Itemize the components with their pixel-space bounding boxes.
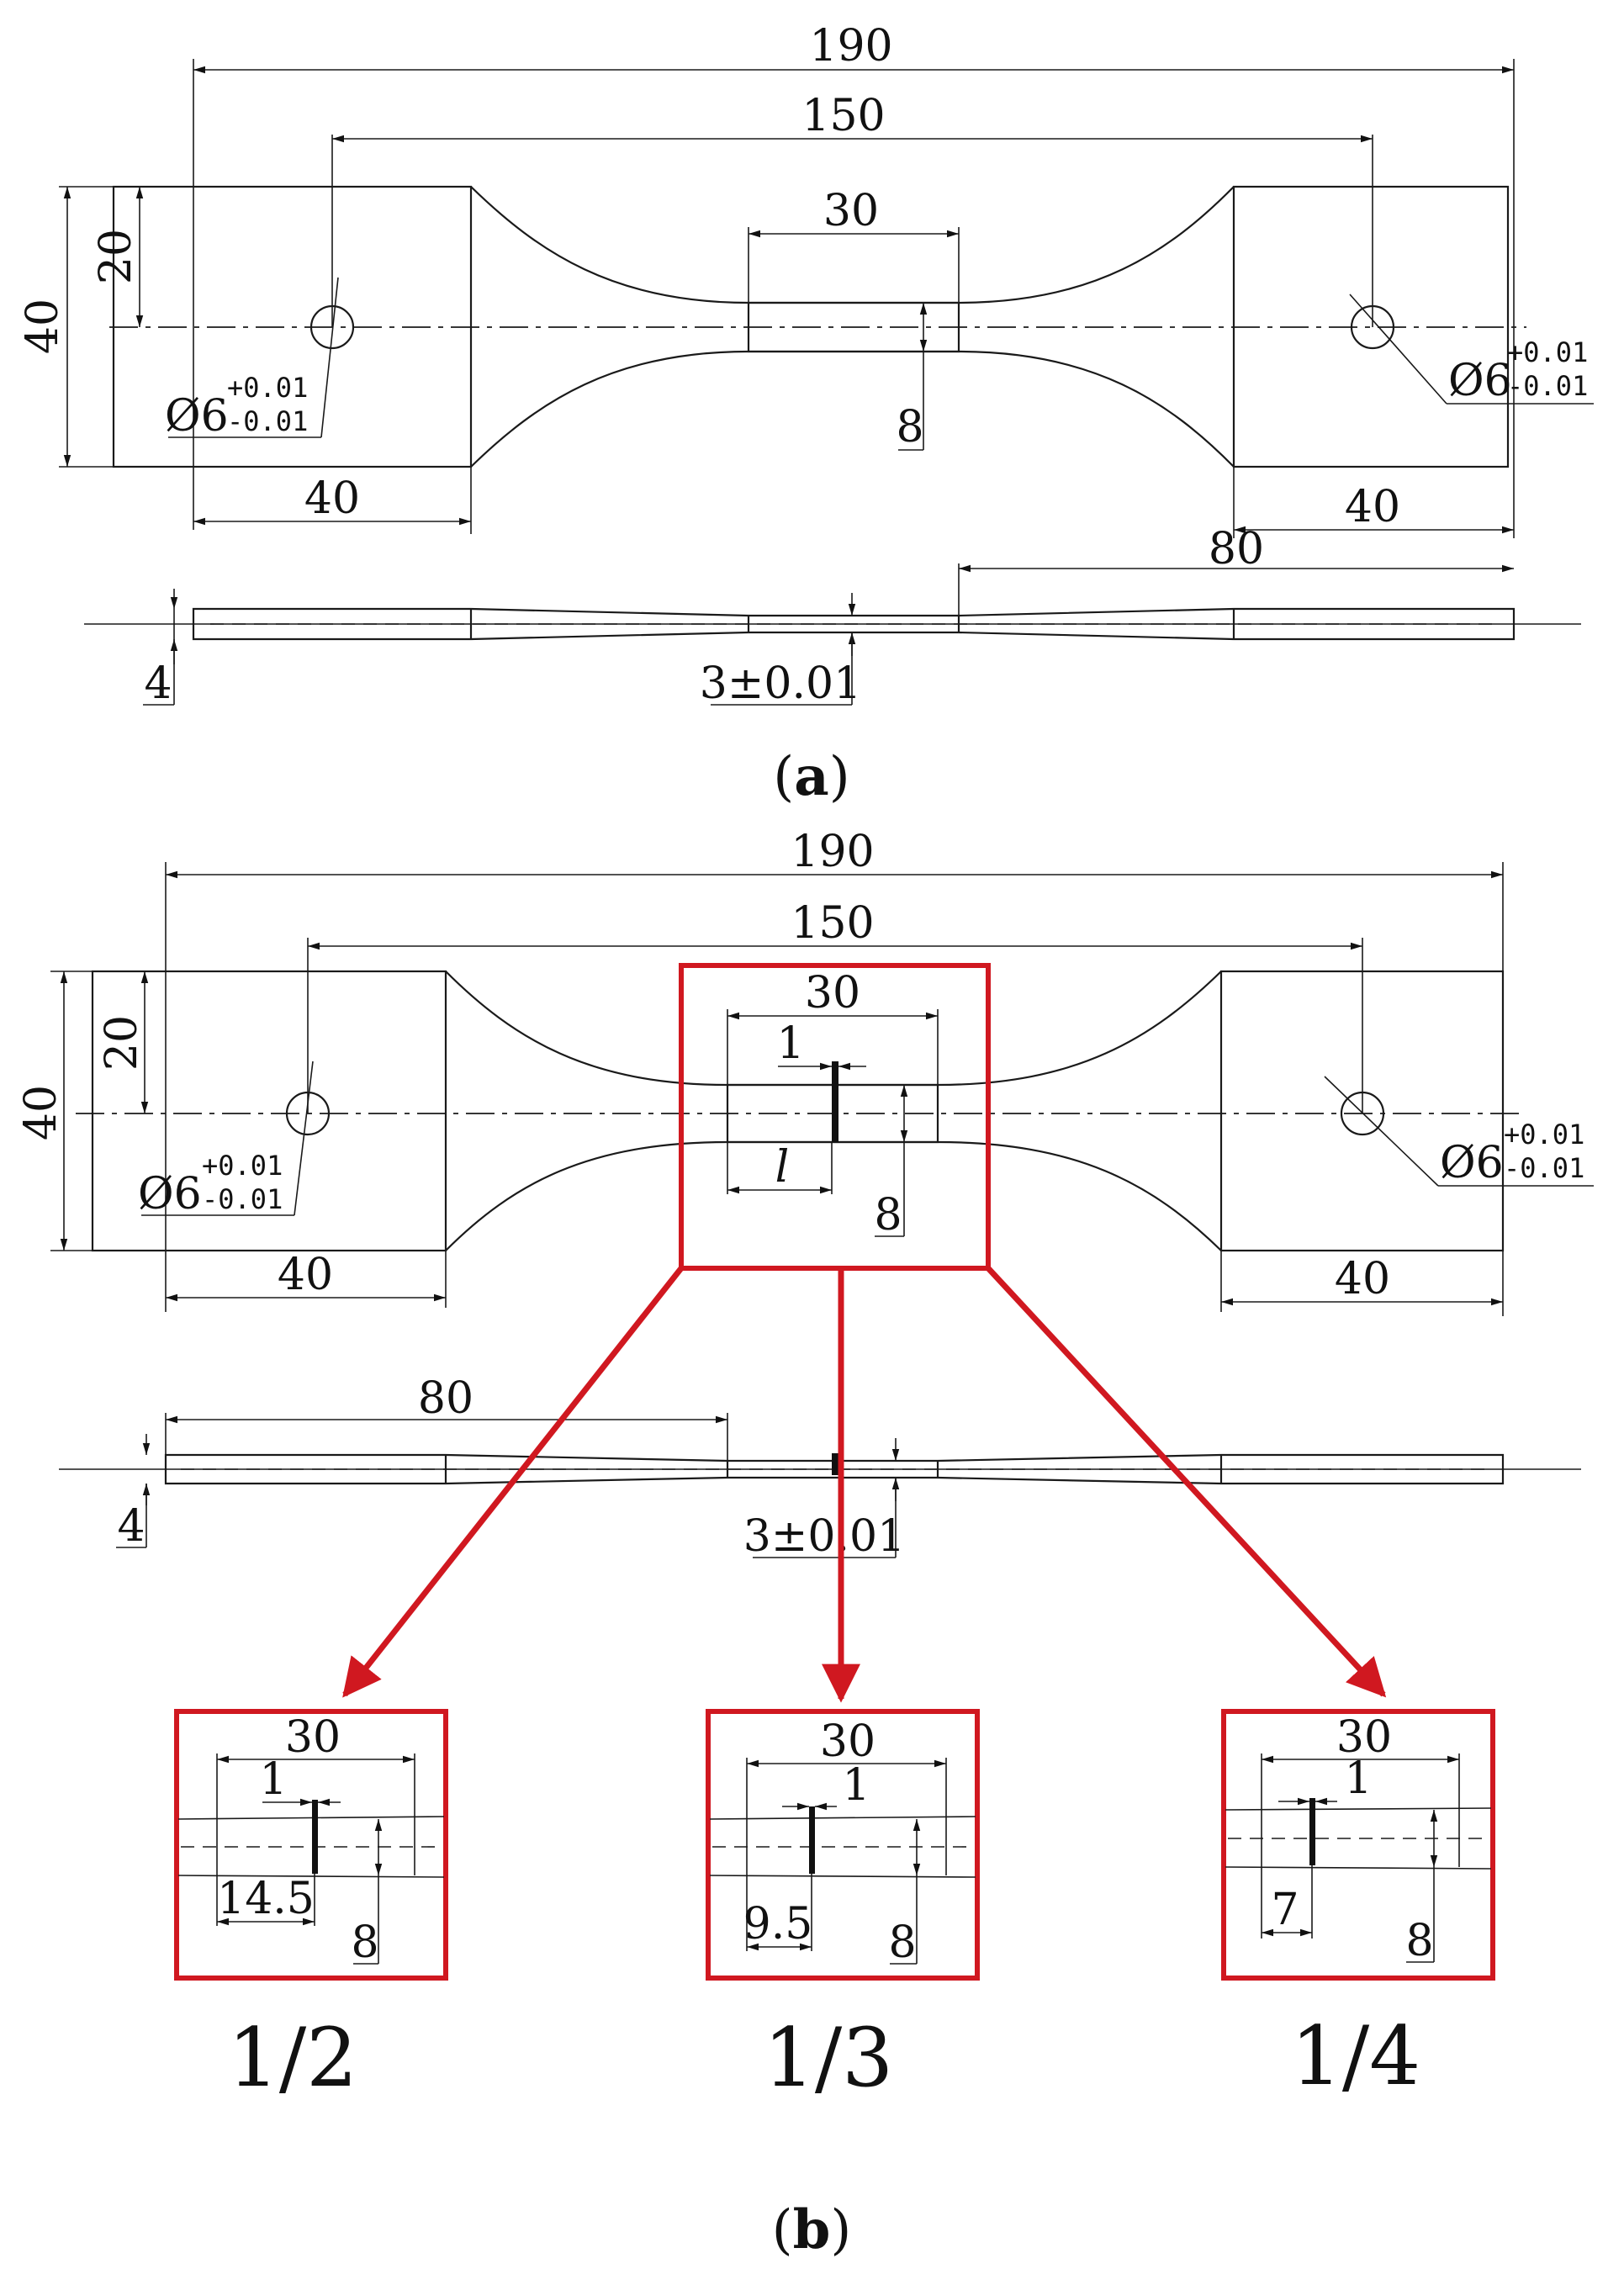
tol-minus-right: -0.01	[1507, 370, 1588, 402]
caption-b: (b)	[772, 2198, 852, 2261]
dim-gauge-length: 30	[823, 186, 879, 236]
left-grip-outline	[91, 970, 447, 1252]
leader-line	[320, 277, 339, 438]
dim-grip-width: 40	[16, 1085, 66, 1140]
detail-quarter-gauge-width: 8	[1405, 1916, 1433, 1966]
detail-quarter: 30 1 7 8 1/4	[1221, 1709, 1495, 2103]
dim-side-length: 80	[418, 1373, 473, 1424]
tol-plus-left: +0.01	[227, 372, 308, 404]
dim-grip-length-right: 40	[1335, 1254, 1390, 1304]
dim-side-length: 80	[1209, 524, 1264, 574]
hole-diameter-right: Ø6	[1440, 1138, 1504, 1188]
detail-quarter-notch-width: 1	[1344, 1753, 1372, 1804]
panel-a-side-view	[84, 607, 1581, 641]
notch	[312, 1800, 318, 1874]
panel-a-plan-view	[109, 185, 1526, 468]
pointer-arrow-left	[342, 1266, 684, 1698]
tol-plus-left: +0.01	[202, 1150, 283, 1182]
ratio-label-half: 1/2	[228, 2011, 358, 2105]
leader-line	[1324, 1076, 1439, 1187]
dim-gauge-thickness: 3±0.01	[700, 659, 861, 709]
dim-gauge-length: 30	[805, 968, 860, 1018]
detail-half-gauge-length: 30	[285, 1712, 341, 1763]
caption-a-open: (	[773, 746, 794, 808]
detail-third: 30 1 9.5 8 1/3	[706, 1709, 980, 2105]
hole-diameter-left: Ø6	[165, 391, 229, 442]
lower-fillet-edge	[445, 1140, 1222, 1251]
panel-b: 190 150 30 1 l 8 20 40 40 40 Ø6 +0.	[16, 827, 1594, 2261]
caption-b-open: (	[772, 2199, 793, 2261]
panel-a: 190 150 30 20 40 8 40 40 Ø6 +0.01 -0.01 …	[18, 21, 1594, 808]
detail-half-notch-width: 1	[259, 1754, 287, 1805]
detail-third-gauge-length: 30	[820, 1716, 875, 1767]
dim-gauge-thickness: 3±0.01	[743, 1511, 905, 1562]
dim-half-width: 20	[91, 229, 141, 284]
dim-notch-width: 1	[776, 1018, 804, 1069]
dim-grip-thickness: 4	[144, 659, 172, 709]
panel-b-side-view	[59, 1453, 1581, 1485]
tol-plus-right: +0.01	[1507, 336, 1588, 368]
tol-plus-right: +0.01	[1504, 1119, 1584, 1150]
detail-box	[1221, 1709, 1495, 1981]
tol-minus-left: -0.01	[202, 1183, 283, 1215]
detail-edge-bottom	[709, 1875, 976, 1878]
notch	[1309, 1798, 1315, 1865]
detail-box	[706, 1709, 980, 1981]
caption-b-letter: b	[793, 2198, 831, 2261]
dim-hole-spacing: 150	[801, 91, 885, 141]
detail-edge-top	[177, 1816, 445, 1820]
caption-a: (a)	[773, 745, 849, 808]
dim-grip-width: 40	[18, 299, 68, 354]
dim-grip-length-right: 40	[1345, 482, 1400, 532]
ratio-label-quarter: 1/4	[1291, 2009, 1421, 2103]
dim-grip-length-left: 40	[278, 1250, 333, 1300]
dim-overall-length: 190	[809, 21, 892, 71]
hole-diameter-right: Ø6	[1448, 356, 1512, 406]
tol-minus-right: -0.01	[1504, 1152, 1584, 1184]
tol-minus-left: -0.01	[227, 405, 308, 437]
detail-third-notch-width: 1	[842, 1760, 870, 1811]
detail-half: 30 1 14.5 8 1/2	[174, 1709, 448, 2105]
caption-b-close: )	[830, 2199, 851, 2261]
detail-box	[174, 1709, 448, 1981]
dim-gauge-width: 8	[874, 1190, 902, 1240]
detail-edge-top	[709, 1816, 976, 1820]
caption-a-close: )	[829, 746, 850, 808]
detail-half-gauge-width: 8	[351, 1917, 378, 1968]
detail-edge-top	[1225, 1807, 1492, 1811]
pointer-arrow-right	[986, 1266, 1387, 1698]
highlight-box	[679, 963, 991, 1271]
detail-edge-bottom	[177, 1875, 445, 1878]
detail-third-notch-offset: 9.5	[743, 1899, 813, 1949]
dim-half-width: 20	[97, 1015, 147, 1071]
dim-grip-thickness: 4	[117, 1501, 145, 1552]
dim-gauge-width: 8	[896, 402, 923, 452]
caption-a-letter: a	[794, 745, 828, 808]
dim-hole-spacing: 150	[791, 898, 874, 949]
detail-half-notch-offset: 14.5	[217, 1874, 315, 1924]
dim-grip-length-left: 40	[304, 473, 360, 524]
ratio-label-third: 1/3	[764, 2011, 894, 2105]
hole-diameter-left: Ø6	[138, 1169, 202, 1219]
dim-overall-length: 190	[791, 827, 874, 877]
panel-b-plan-view	[76, 970, 1526, 1252]
side-notch	[832, 1453, 838, 1475]
notch	[832, 1061, 838, 1142]
detail-quarter-notch-offset: 7	[1271, 1885, 1299, 1935]
dim-notch-position: l	[775, 1142, 790, 1193]
leader-line	[1349, 294, 1447, 405]
notch	[809, 1806, 815, 1874]
lower-fillet-edge	[470, 350, 1235, 468]
detail-quarter-gauge-length: 30	[1336, 1712, 1392, 1763]
detail-edge-bottom	[1225, 1866, 1492, 1870]
leader-line	[294, 1061, 314, 1216]
detail-third-gauge-width: 8	[888, 1917, 916, 1968]
